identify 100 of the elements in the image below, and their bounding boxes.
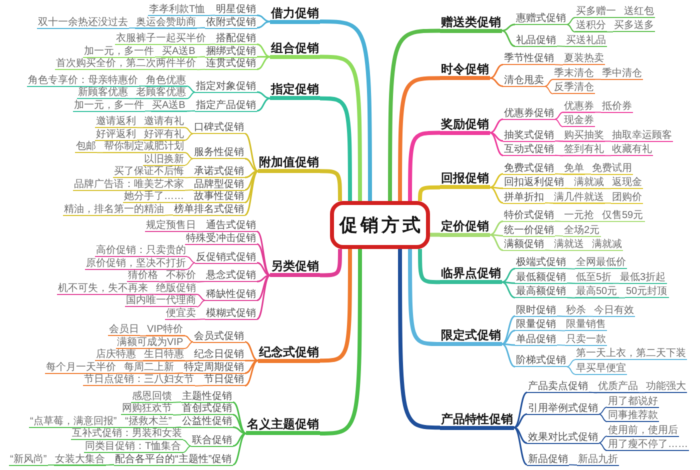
branch-line <box>418 185 440 201</box>
branch-line <box>430 232 440 237</box>
branch-line <box>184 158 194 166</box>
subtopic-label: 极端式促销 <box>515 258 567 270</box>
leaf-label: “新风尚” <box>9 454 48 466</box>
branch-title: 另类促销 <box>270 259 320 278</box>
leaf-label: 满几件就送 <box>553 192 605 204</box>
branch-line <box>172 414 182 416</box>
branch-title: 指定促销 <box>270 82 320 100</box>
branch-line <box>598 414 608 422</box>
subtopic-label: 免费式促销 <box>503 164 555 175</box>
branch-line <box>256 274 270 302</box>
branch-line <box>256 44 270 58</box>
branch-title: 纪念式促销 <box>258 344 320 363</box>
branch-title: 临界点促销 <box>440 266 502 284</box>
subtopic-label: 回扣返利促销 <box>503 178 565 190</box>
leaf-label: 送积分 <box>575 21 607 32</box>
subtopic-label: 搭配促销 <box>215 34 257 46</box>
branch-line <box>554 173 592 175</box>
branch-line <box>256 56 270 58</box>
subtopic-label: 新品促销 <box>527 454 569 466</box>
branch-line <box>544 250 592 251</box>
branch-line <box>154 56 206 58</box>
branch-line <box>256 243 270 276</box>
branch-line <box>418 249 440 284</box>
leaf-label: 50元封顶 <box>625 287 669 298</box>
branch-line <box>256 230 270 276</box>
branch-line <box>388 28 440 201</box>
branch-line <box>490 234 504 237</box>
subtopic-label: 悬念式促销 <box>205 271 257 282</box>
leaf-label: 不标价 <box>165 271 197 282</box>
leaf-label: 双十一余热还没过去 <box>37 18 129 29</box>
subtopic-label: 限量促销 <box>515 320 557 332</box>
branch-title: 奖励促销 <box>440 116 490 135</box>
branch-line <box>244 341 258 362</box>
leaf-label: 第一天上衣，第二天下装 <box>575 349 687 360</box>
subtopic-label: 季节性促销 <box>503 54 555 66</box>
subtopic-label: 清仓甩卖 <box>503 76 545 88</box>
branch-line <box>502 281 516 284</box>
leaf-label: 抽取幸运顾客 <box>611 130 673 142</box>
subtopic-label: 联合促销 <box>191 436 233 447</box>
leaf-label: 优质产品 <box>597 382 639 394</box>
branch-line <box>490 186 504 204</box>
leaf-label: 角色专享价：母亲特惠价 <box>27 76 139 87</box>
subtopic-label: 服务性促销 <box>193 148 245 160</box>
leaf-label: 返现金 <box>611 178 643 190</box>
leaf-label: 老顾客优惠 <box>135 88 187 100</box>
leaf-label: 签到有礼 <box>563 145 605 156</box>
subtopic-label: 限时促销 <box>515 306 557 317</box>
branch-line <box>502 268 516 283</box>
subtopic-label: 承诺式促销 <box>193 167 245 178</box>
leaf-label: 好评返利 <box>95 130 137 141</box>
leaf-label: 规定预售日 <box>145 221 197 232</box>
subtopic-label: 拼单折扣 <box>503 192 545 204</box>
branch-line <box>244 360 258 386</box>
leaf-label: 买A送B <box>151 100 187 112</box>
branch-line <box>144 110 196 112</box>
leaf-label: 邀请返利 <box>95 117 137 128</box>
subtopic-label: 口碑式促销 <box>193 123 245 134</box>
leaf-label: 仅售59元 <box>601 211 645 222</box>
leaf-label: 只卖一款 <box>565 334 607 346</box>
leaf-label: 送红包 <box>623 6 655 18</box>
leaf-label: 今日有效 <box>593 306 635 317</box>
branch-title: 借力促销 <box>270 6 320 24</box>
subtopic-label: 优惠券促销 <box>503 109 555 120</box>
branch-line <box>514 426 528 444</box>
leaf-label: 便宜卖 <box>165 308 197 320</box>
leaf-label: 购买抽奖 <box>563 130 605 142</box>
branch-line <box>568 464 578 466</box>
branch-line <box>320 54 362 201</box>
leaf-label: 原价促销，坚决不打折 <box>85 258 187 270</box>
branch-line <box>116 372 184 374</box>
branch-line <box>566 282 620 284</box>
branch-line <box>244 360 258 374</box>
leaf-label: 店庆特惠 <box>95 350 137 362</box>
leaf-label: 秒杀 <box>565 306 587 317</box>
subtopic-label: 配合各平台的“主题性”促销 <box>114 454 233 466</box>
branch-line <box>320 169 342 201</box>
subtopic-label: 惠赠式促销 <box>515 14 567 26</box>
leaf-label: 买送礼品 <box>565 36 607 47</box>
branch-line <box>184 202 194 204</box>
leaf-label: 节日点促销：三八妇女节 <box>83 375 195 386</box>
subtopic-label: 特定周期促销 <box>183 362 245 374</box>
branch-line <box>490 220 504 236</box>
subtopic-label: 互动式促销 <box>503 145 555 156</box>
branch-line <box>256 20 270 29</box>
leaf-label: 买多送多 <box>613 21 655 32</box>
branch-title: 附加值促销 <box>258 155 320 174</box>
subtopic-label: 反促销式促销 <box>195 252 257 264</box>
leaf-label: 早买早便宜 <box>575 364 627 375</box>
leaf-label: 反季清仓 <box>553 83 595 94</box>
branch-line <box>556 330 566 332</box>
leaf-label: 季末清仓 <box>553 68 595 80</box>
branch-title: 限定式促销 <box>440 328 502 346</box>
branch-line <box>490 64 504 79</box>
branch-line <box>184 189 194 191</box>
branch-line <box>172 402 182 403</box>
leaf-label: 季中清仓 <box>601 68 643 80</box>
subtopic-label: 明星促销 <box>215 5 257 16</box>
leaf-label: 国内唯一代理商 <box>125 296 197 308</box>
